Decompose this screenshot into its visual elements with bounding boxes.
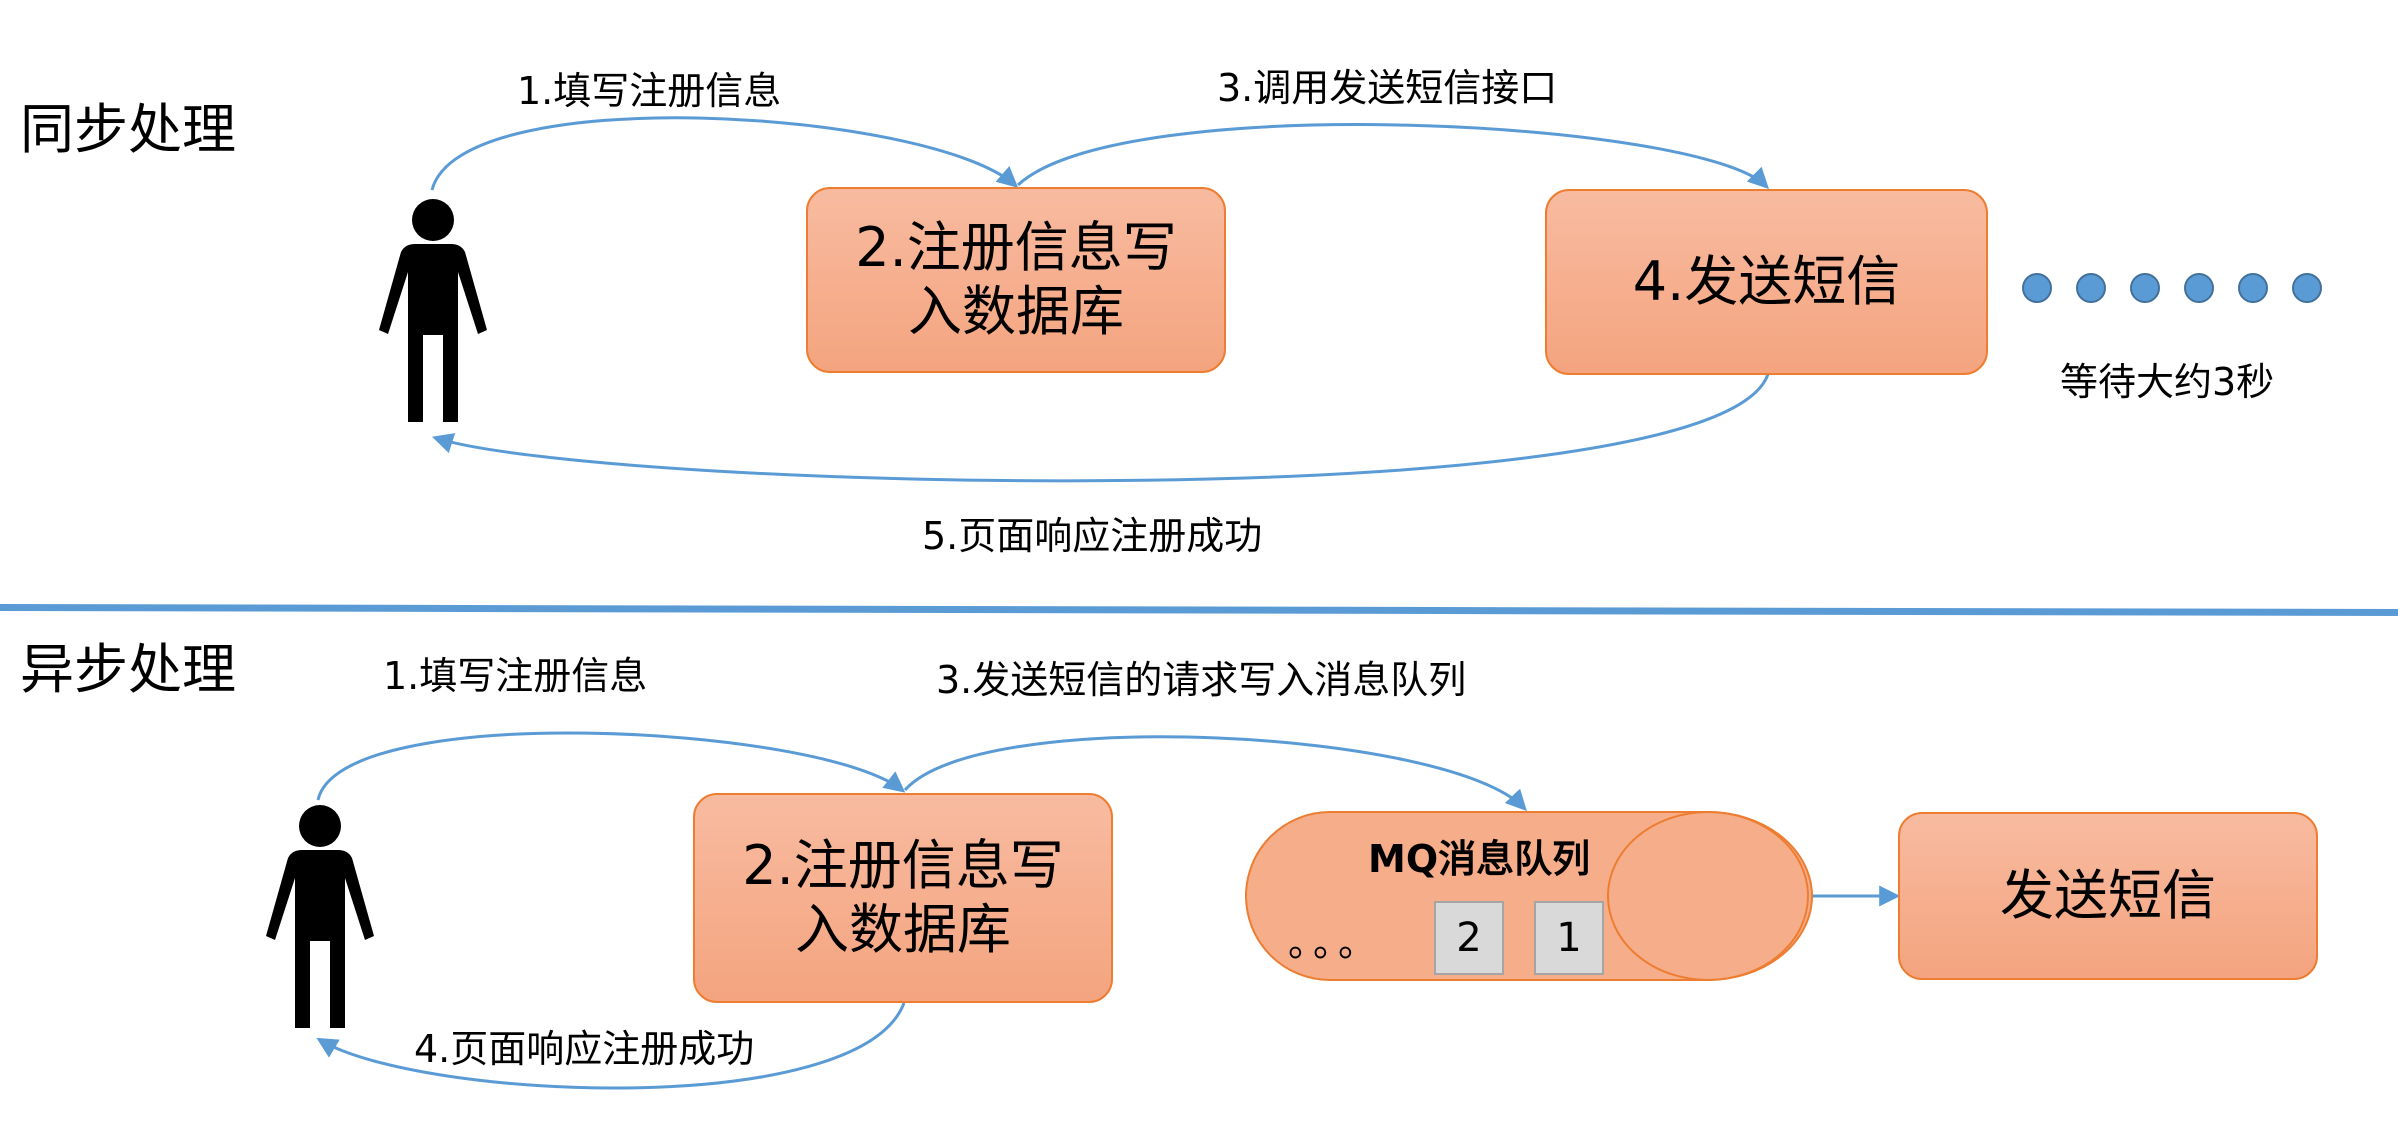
sync-wait-label: 等待大约3秒: [2060, 360, 2275, 404]
wait-dot-3: [2130, 273, 2160, 303]
sync-write-db-line1: 2.注册信息写: [855, 216, 1177, 280]
async-write-db-box: 2.注册信息写 入数据库: [693, 793, 1113, 1003]
person-icon: [379, 199, 487, 422]
sync-arrow-response: [431, 373, 1770, 483]
wait-dot-2: [2076, 273, 2106, 303]
async-step4-label: 4.页面响应注册成功: [414, 1027, 755, 1071]
wait-dot-6: [2292, 273, 2322, 303]
sync-send-sms-text: 4.发送短信: [1632, 250, 1901, 314]
mq-title: MQ消息队列: [1368, 837, 1591, 881]
sync-section-title: 同步处理: [20, 98, 236, 161]
async-write-db-line1: 2.注册信息写: [742, 834, 1064, 898]
async-arrow-response: [316, 1002, 906, 1090]
sync-send-sms-box: 4.发送短信: [1545, 189, 1988, 375]
sync-write-db-box: 2.注册信息写 入数据库: [806, 187, 1226, 373]
async-send-sms-text: 发送短信: [2000, 864, 2216, 928]
mq-message-item: 1: [1534, 901, 1604, 975]
sync-step5-label: 5.页面响应注册成功: [922, 514, 1263, 558]
person-icon: [266, 805, 374, 1028]
async-send-sms-box: 发送短信: [1898, 812, 2318, 980]
async-step1-label: 1.填写注册信息: [383, 654, 648, 698]
sync-write-db-line2: 入数据库: [908, 280, 1124, 343]
async-arrow-fill-info: [316, 731, 906, 801]
sync-arrow-call-sms: [1016, 123, 1769, 189]
mq-cylinder-icon: [1245, 811, 1813, 981]
async-arrow-write-queue: [903, 735, 1527, 812]
wait-dot-5: [2238, 273, 2268, 303]
mq-ellipsis: 。。。: [1288, 921, 1383, 965]
async-section-title: 异步处理: [20, 638, 236, 701]
sync-step1-label: 1.填写注册信息: [517, 69, 782, 113]
async-write-db-line2: 入数据库: [795, 898, 1011, 961]
mq-message-item: 2: [1434, 901, 1504, 975]
async-step3-label: 3.发送短信的请求写入消息队列: [936, 658, 1467, 702]
sync-arrow-fill-info: [430, 116, 1019, 191]
sync-step3-label: 3.调用发送短信接口: [1217, 66, 1558, 110]
wait-dot-4: [2184, 273, 2214, 303]
wait-dot-1: [2022, 273, 2052, 303]
